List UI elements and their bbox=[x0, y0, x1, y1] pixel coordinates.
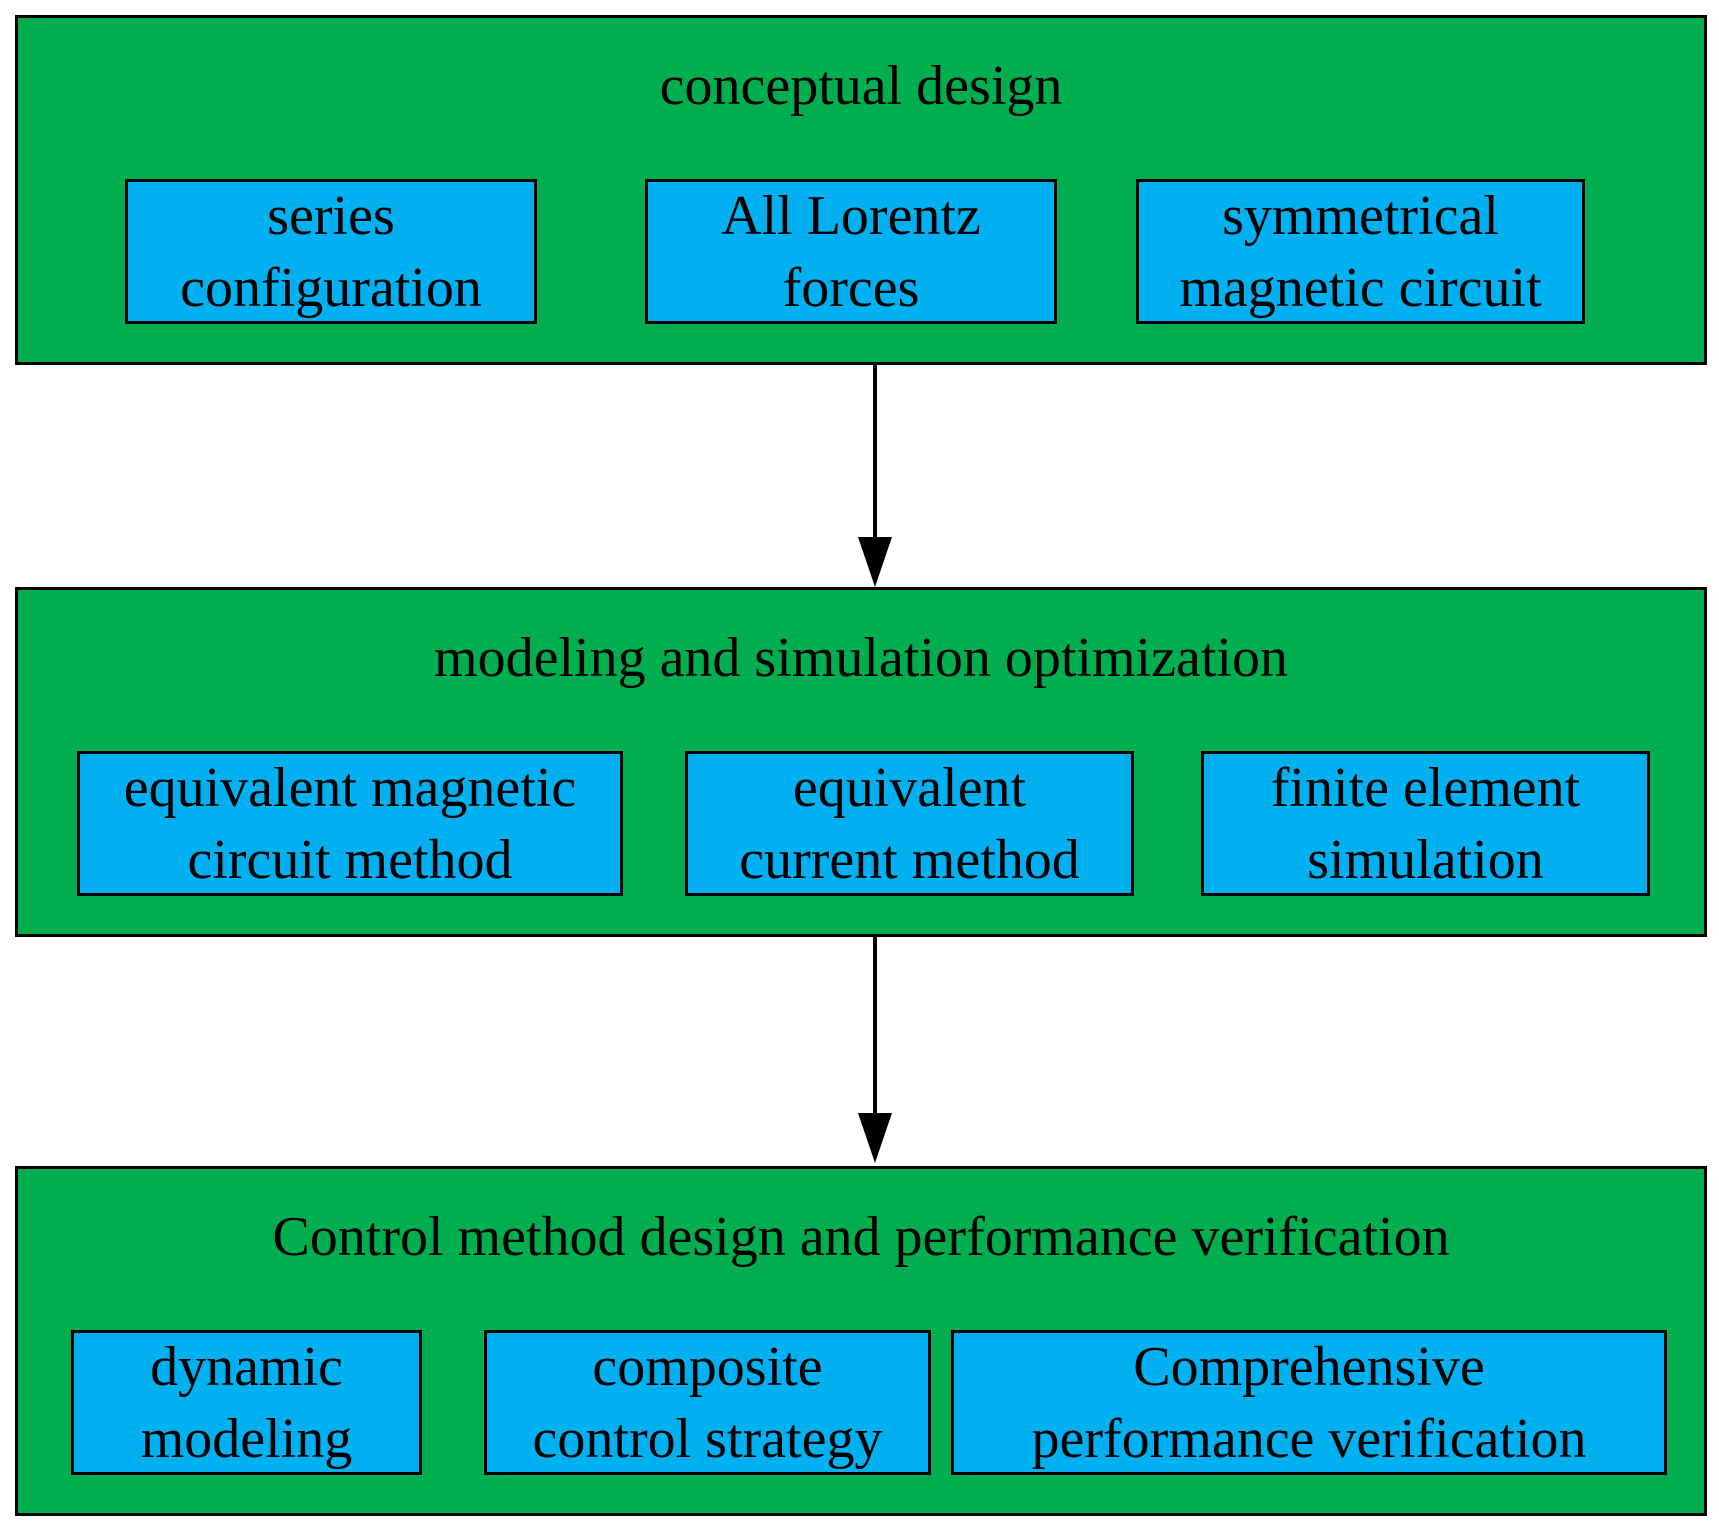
stage-control-method-design: Control method design and performance ve… bbox=[15, 1166, 1707, 1516]
item-label: Comprehensive performance verification bbox=[1031, 1335, 1587, 1470]
item-label: composite control strategy bbox=[532, 1335, 883, 1470]
item-label: symmetrical magnetic circuit bbox=[1179, 184, 1542, 319]
item-finite-element-simulation: finite element simulation bbox=[1201, 751, 1650, 896]
item-label: finite element simulation bbox=[1270, 756, 1581, 891]
item-dynamic-modeling: dynamic modeling bbox=[71, 1330, 422, 1475]
stage-title: conceptual design bbox=[659, 55, 1063, 117]
item-all-lorentz-forces: All Lorentz forces bbox=[645, 179, 1057, 324]
connector-arrowhead bbox=[858, 1113, 892, 1163]
connector-arrowhead bbox=[858, 537, 892, 587]
item-label: dynamic modeling bbox=[140, 1335, 353, 1470]
item-equivalent-current-method: equivalent current method bbox=[685, 751, 1134, 896]
item-equivalent-magnetic-circuit-method: equivalent magnetic circuit method bbox=[77, 751, 623, 896]
item-composite-control-strategy: composite control strategy bbox=[484, 1330, 931, 1475]
stage-conceptual-design: conceptual design series configuration A… bbox=[15, 15, 1707, 365]
item-label: equivalent current method bbox=[739, 756, 1080, 891]
item-label: All Lorentz forces bbox=[721, 184, 981, 319]
arrow-down-icon bbox=[858, 937, 892, 1163]
item-comprehensive-performance-verification: Comprehensive performance verification bbox=[951, 1330, 1667, 1475]
item-series-configuration: series configuration bbox=[125, 179, 537, 324]
stage-title: Control method design and performance ve… bbox=[272, 1206, 1450, 1268]
item-symmetrical-magnetic-circuit: symmetrical magnetic circuit bbox=[1136, 179, 1585, 324]
stage-modeling-and-simulation: modeling and simulation optimization equ… bbox=[15, 587, 1707, 937]
arrow-down-icon bbox=[858, 365, 892, 587]
item-label: equivalent magnetic circuit method bbox=[123, 756, 577, 891]
item-label: series configuration bbox=[180, 184, 482, 319]
stage-title: modeling and simulation optimization bbox=[434, 627, 1288, 689]
